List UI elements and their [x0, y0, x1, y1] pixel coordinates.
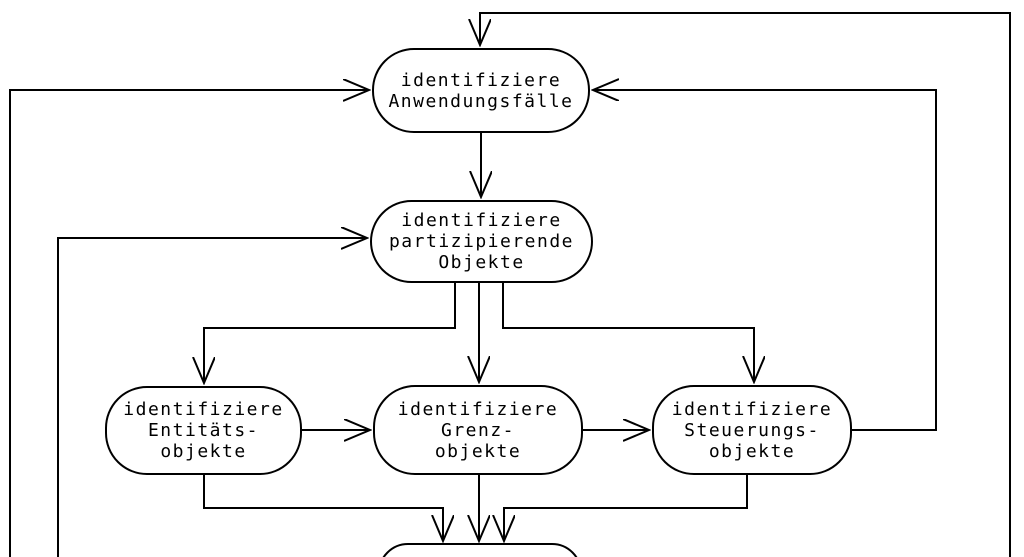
node-label-line: identifiziere: [397, 398, 559, 420]
node-identifiziere-partizipierende-objekte: identifiziere partizipierende Objekte: [370, 200, 593, 283]
node-label-line: Entitäts-: [147, 420, 260, 441]
node-label-line: identifiziere: [400, 69, 562, 91]
edge-control-to-bottom: [504, 475, 748, 541]
node-bottom-clipped: [378, 543, 582, 557]
node-label-line: Steuerungs-: [684, 419, 820, 441]
edge-left-loop-to-participating: [57, 238, 367, 557]
edge-bottom-loop-to-use-cases: [480, 12, 1011, 557]
node-identifiziere-entitaetsobjekte: identifiziere Entitäts- objekte: [105, 386, 302, 475]
node-identifiziere-grenzobjekte: identifiziere Grenz- objekte: [373, 385, 583, 475]
node-label-line: Grenz-: [440, 419, 516, 441]
edge-participating-to-control: [502, 283, 754, 382]
node-label-line: identifiziere: [671, 398, 833, 420]
node-label-line: identifiziere: [401, 210, 562, 231]
node-label-line: objekte: [708, 440, 796, 462]
edge-control-to-use-cases: [593, 90, 937, 431]
node-identifiziere-anwendungsfaelle: identifiziere Anwendungsfälle: [372, 48, 590, 133]
node-label-line: objekte: [434, 440, 522, 462]
node-label-line: partizipierende: [388, 231, 575, 252]
node-label-line: identifiziere: [123, 399, 284, 420]
edge-left-loop-to-use-cases: [9, 90, 369, 557]
node-label-line: Anwendungsfälle: [388, 90, 574, 112]
edge-participating-to-entity: [204, 283, 456, 383]
node-label-line: Objekte: [438, 252, 525, 273]
edge-entity-to-bottom: [203, 475, 443, 541]
node-label-line: objekte: [160, 441, 247, 462]
node-identifiziere-steuerungsobjekte: identifiziere Steuerungs- objekte: [652, 385, 852, 475]
